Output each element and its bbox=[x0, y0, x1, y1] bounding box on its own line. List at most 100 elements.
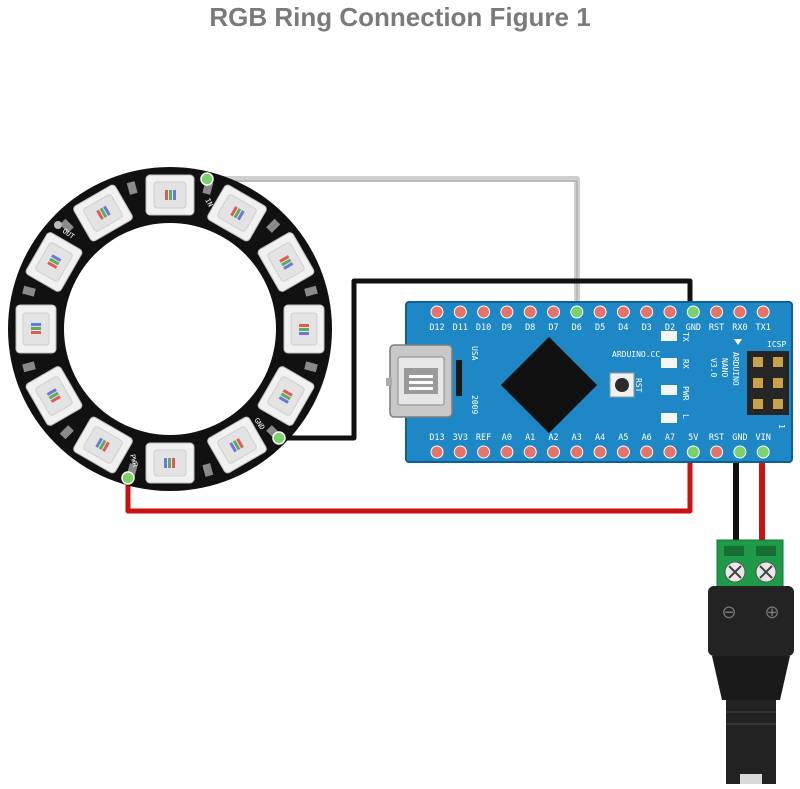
ring-led bbox=[25, 366, 83, 426]
pin-top-d9[interactable] bbox=[500, 305, 514, 319]
pin-top-d8[interactable] bbox=[523, 305, 537, 319]
pin-top-d2[interactable] bbox=[663, 305, 677, 319]
usb-dark-strip bbox=[456, 360, 462, 396]
pin-top-rx0[interactable] bbox=[733, 305, 747, 319]
wires bbox=[125, 176, 765, 548]
icsp-label: ICSP bbox=[767, 340, 786, 349]
brand-text: ARDUINO.CC bbox=[612, 350, 660, 359]
pin-top-d11[interactable] bbox=[453, 305, 467, 319]
pin-bottom-a3[interactable] bbox=[570, 445, 584, 459]
board-year-text: 2009 bbox=[470, 395, 479, 414]
ring-pad-in[interactable] bbox=[200, 172, 214, 186]
pin-label-top-d2: D2 bbox=[665, 323, 675, 333]
pin-label-top-d8: D8 bbox=[525, 323, 535, 333]
pin-label-bottom-d13: D13 bbox=[429, 433, 444, 443]
ring-capacitor bbox=[266, 218, 281, 233]
pin-bottom-a0[interactable] bbox=[500, 445, 514, 459]
pin-bottom-5v[interactable] bbox=[686, 445, 700, 459]
pin-label-top-d4: D4 bbox=[618, 323, 628, 333]
pin-label-bottom-a0: A0 bbox=[502, 433, 512, 443]
pin-label-top-d10: D10 bbox=[476, 323, 491, 333]
ring-capacitor bbox=[22, 285, 36, 297]
pin-bottom-rst[interactable] bbox=[710, 445, 724, 459]
jack-plus-symbol: ⊕ bbox=[764, 602, 779, 623]
ring-led bbox=[25, 232, 83, 292]
pin-top-tx1[interactable] bbox=[756, 305, 770, 319]
pin-bottom-a4[interactable] bbox=[593, 445, 607, 459]
pin-label-bottom-5v: 5V bbox=[688, 433, 698, 443]
pin-label-top-d11: D11 bbox=[453, 323, 468, 333]
pin-label-bottom-a3: A3 bbox=[572, 433, 582, 443]
pin-label-bottom-gnd: GND bbox=[732, 433, 747, 443]
pin-bottom-3v3[interactable] bbox=[453, 445, 467, 459]
pin-top-d5[interactable] bbox=[593, 305, 607, 319]
pin-bottom-gnd[interactable] bbox=[733, 445, 747, 459]
pin-bottom-vin[interactable] bbox=[756, 445, 770, 459]
pin-label-bottom-vin: VIN bbox=[756, 433, 771, 443]
pin-label-bottom-3v3: 3V3 bbox=[453, 433, 468, 443]
pin-top-d6[interactable] bbox=[570, 305, 584, 319]
ring-led bbox=[207, 184, 267, 242]
usb-port bbox=[386, 344, 453, 418]
pin-label-top-d12: D12 bbox=[429, 323, 444, 333]
pin-bottom-a2[interactable] bbox=[547, 445, 560, 459]
pin-bottom-d13[interactable] bbox=[430, 445, 444, 459]
ring-label-in: IN bbox=[203, 197, 214, 208]
pin-top-d4[interactable] bbox=[616, 305, 630, 319]
pin-label-top-gnd: GND bbox=[686, 323, 701, 333]
pin-bottom-a7[interactable] bbox=[663, 445, 677, 459]
model-line-2: NANO bbox=[720, 358, 729, 377]
pin-label-bottom-rst: RST bbox=[709, 433, 724, 443]
pin-top-gnd[interactable] bbox=[686, 305, 700, 319]
pin-top-d3[interactable] bbox=[640, 305, 654, 319]
ring-capacitor bbox=[59, 218, 74, 233]
pin-bottom-a6[interactable] bbox=[640, 445, 654, 459]
pin-top-d7[interactable] bbox=[547, 305, 560, 319]
ring-capacitor bbox=[126, 181, 138, 195]
pin-label-top-d9: D9 bbox=[502, 323, 512, 333]
pin-label-bottom-a6: A6 bbox=[642, 433, 652, 443]
led-label-rx: RX bbox=[681, 359, 690, 369]
pin-bottom-a1[interactable] bbox=[523, 445, 537, 459]
reset-button[interactable] bbox=[609, 372, 635, 398]
ring-led bbox=[257, 366, 315, 426]
pin-label-bottom-a4: A4 bbox=[595, 433, 605, 443]
model-line-1: ARDUINO bbox=[731, 352, 740, 386]
jack-body bbox=[708, 586, 794, 656]
ring-pad-pwr[interactable] bbox=[121, 471, 135, 485]
reset-label: RST bbox=[634, 378, 643, 393]
pin-label-bottom-a1: A1 bbox=[525, 433, 535, 443]
pin-label-bottom-a5: A5 bbox=[618, 433, 628, 443]
pin-top-rst[interactable] bbox=[710, 305, 724, 319]
ring-capacitor bbox=[304, 285, 318, 297]
pin-label-top-d3: D3 bbox=[642, 323, 652, 333]
ring-led bbox=[283, 304, 325, 354]
pin-label-top-d6: D6 bbox=[572, 323, 582, 333]
ring-pad-out bbox=[54, 221, 62, 229]
pin-label-bottom-a2: A2 bbox=[548, 433, 558, 443]
ring-led bbox=[257, 232, 315, 292]
icsp-header bbox=[747, 351, 789, 415]
rgb-led-ring: IN OUT GND PWR bbox=[8, 167, 332, 491]
ring-capacitor bbox=[202, 463, 214, 477]
pin-label-bottom-ref: REF bbox=[476, 433, 491, 443]
pin-bottom-a5[interactable] bbox=[616, 445, 630, 459]
pin-label-top-rst: RST bbox=[709, 323, 724, 333]
board-usa-text: USA bbox=[470, 346, 479, 361]
pin-label-bottom-a7: A7 bbox=[665, 433, 675, 443]
pin-top-d12[interactable] bbox=[430, 305, 444, 319]
ring-pad-gnd[interactable] bbox=[272, 431, 286, 445]
led-label-l: L bbox=[681, 414, 690, 419]
wire-power-red bbox=[125, 452, 693, 514]
pin-top-d10[interactable] bbox=[477, 305, 491, 319]
page-title: RGB Ring Connection Figure 1 bbox=[209, 2, 591, 32]
led-label-tx: TX bbox=[681, 332, 690, 342]
microcontroller-chip bbox=[500, 336, 598, 434]
status-leds: TX RX PWR L bbox=[661, 331, 690, 423]
jack-minus-symbol: ⊖ bbox=[721, 602, 736, 623]
ring-capacitor bbox=[304, 361, 318, 373]
pin-bottom-ref[interactable] bbox=[477, 445, 491, 459]
pin-label-top-d5: D5 bbox=[595, 323, 605, 333]
ring-led bbox=[145, 174, 195, 216]
